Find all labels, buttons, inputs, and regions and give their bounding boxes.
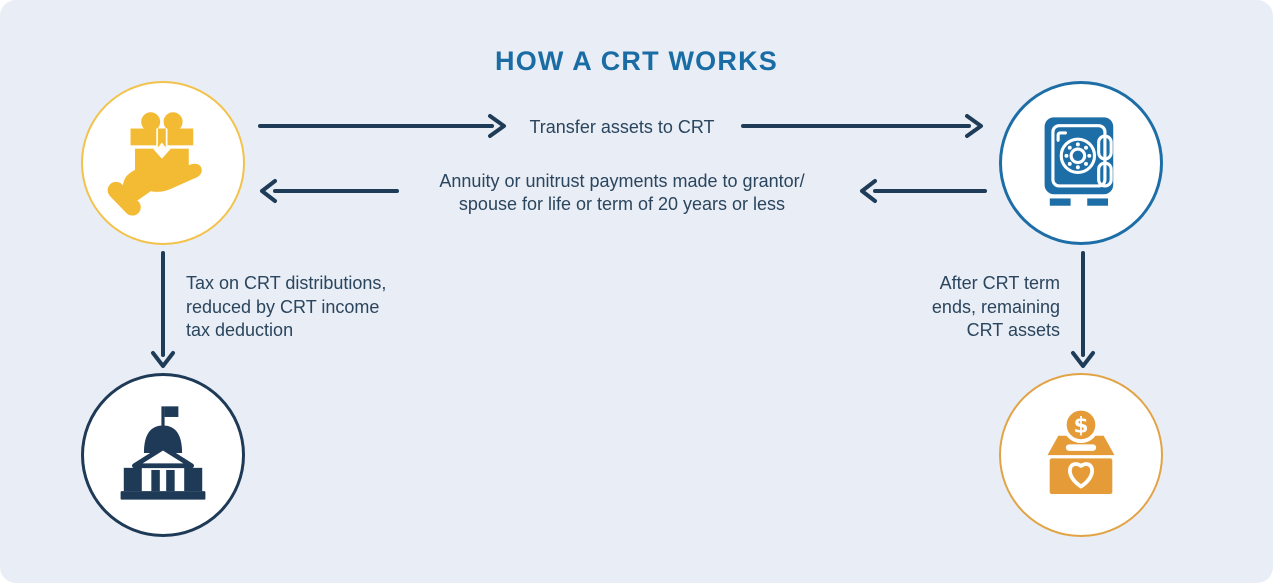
remainder-label-line3: CRT assets <box>966 320 1060 340</box>
node-crt-trust <box>999 81 1163 245</box>
remainder-label-line2: ends, remaining <box>931 296 1060 317</box>
page-title: HOW A CRT WORKS <box>495 46 778 76</box>
tax-label-line1: Tax on CRT distributions, <box>186 273 387 293</box>
remainder-label-line1: After CRT term <box>939 273 1060 293</box>
hand-gift-icon <box>107 105 219 222</box>
node-government <box>81 373 245 537</box>
transfer-label: Transfer assets to CRT <box>529 117 715 137</box>
tax-label-line3: tax deduction <box>186 320 294 340</box>
remainder-label: After CRT term ends, remaining CRT asset… <box>858 272 1060 343</box>
tax-label: Tax on CRT distributions, reduced by CRT… <box>186 272 436 343</box>
arrow-tax-down <box>151 251 175 368</box>
node-charity: $ <box>999 373 1163 537</box>
annuity-label-line1: Annuity or unitrust payments made to gra… <box>439 171 805 191</box>
arrow-annuity-left <box>260 179 399 203</box>
annuity-label-line2: spouse for life or term of 20 years or l… <box>458 193 786 214</box>
arrow-annuity-right <box>860 179 987 203</box>
safe-icon <box>1029 109 1133 218</box>
tax-label-line2: reduced by CRT income <box>186 296 380 317</box>
donation-box-icon: $ <box>1027 399 1135 512</box>
arrow-transfer-left <box>258 114 506 138</box>
svg-text:$: $ <box>1073 413 1088 438</box>
annuity-label: Annuity or unitrust payments made to gra… <box>372 170 872 215</box>
arrow-remainder-down <box>1071 251 1095 368</box>
capitol-building-icon <box>110 400 216 511</box>
node-grantor <box>81 81 245 245</box>
arrow-transfer-right <box>741 114 983 138</box>
